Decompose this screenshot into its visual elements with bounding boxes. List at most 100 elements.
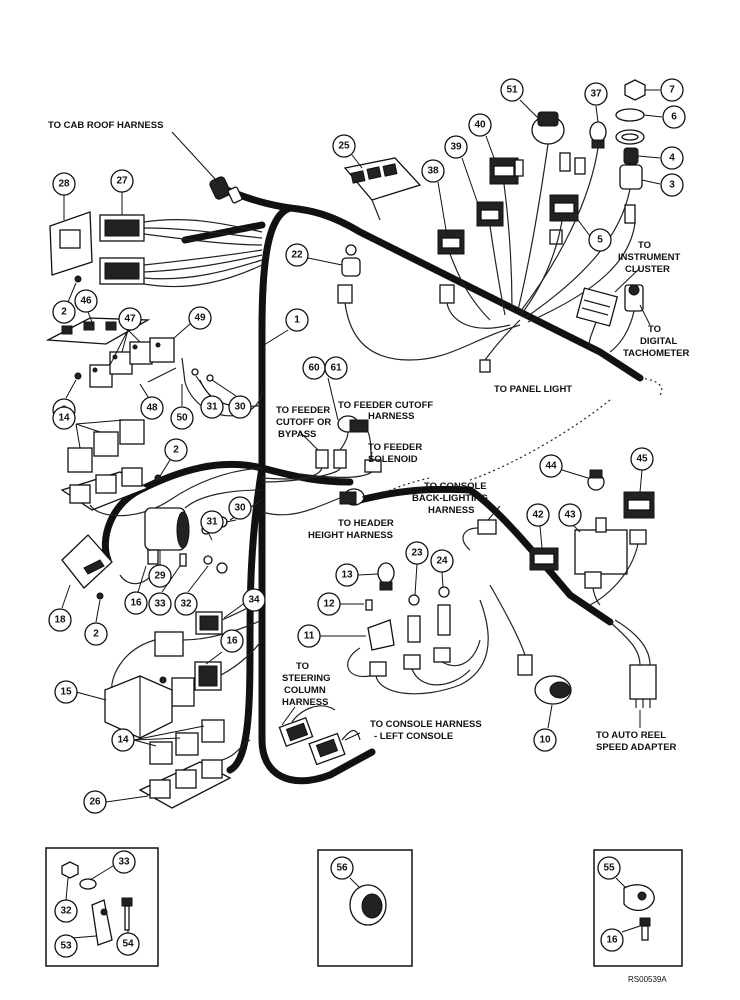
label-backlight-2: BACK-LIGHTING — [412, 493, 488, 504]
svg-text:15: 15 — [60, 687, 72, 698]
callout-12: 12 — [317, 592, 364, 616]
svg-text:37: 37 — [590, 89, 602, 100]
callout-29: 29 — [148, 550, 172, 588]
svg-text:31: 31 — [206, 402, 218, 413]
callout-48: 48 — [139, 383, 164, 420]
label-panel-light: TO PANEL LIGHT — [494, 384, 572, 395]
connector-16-mid — [154, 631, 222, 707]
svg-text:16: 16 — [226, 636, 238, 647]
svg-text:30: 30 — [234, 503, 246, 514]
callout-16b: 16 — [205, 629, 244, 665]
cover-18 — [61, 534, 113, 589]
svg-text:13: 13 — [341, 570, 353, 581]
callout-51: 51 — [500, 78, 539, 119]
svg-text:24: 24 — [436, 556, 448, 567]
svg-text:16: 16 — [606, 935, 618, 946]
callout-37: 37 — [584, 82, 608, 123]
svg-text:32: 32 — [60, 906, 72, 917]
svg-text:38: 38 — [427, 166, 439, 177]
svg-text:43: 43 — [564, 510, 576, 521]
svg-text:18: 18 — [54, 615, 66, 626]
label-console-left-2: - LEFT CONSOLE — [374, 731, 453, 742]
svg-text:5: 5 — [597, 235, 603, 246]
callout-16c: 16 — [600, 925, 641, 952]
cab-roof-connector — [209, 176, 243, 204]
label-auto-reel-2: SPEED ADAPTER — [596, 742, 677, 753]
lower-switches — [347, 562, 489, 695]
label-digital-tach-2: DIGITAL — [640, 336, 677, 347]
label-header-height-2: HEIGHT HARNESS — [308, 530, 393, 541]
label-steering-3: COLUMN — [284, 685, 326, 696]
svg-text:39: 39 — [450, 142, 462, 153]
rocker-switch-39 — [476, 201, 504, 227]
callout-23: 23 — [405, 541, 429, 596]
svg-text:60: 60 — [308, 363, 320, 374]
plug-22 — [341, 244, 361, 277]
cab-roof-leader — [171, 131, 217, 181]
callout-26: 26 — [83, 790, 149, 814]
callout-2c: 2 — [159, 438, 188, 477]
callout-43: 43 — [558, 503, 582, 533]
callout-2a: 2 — [52, 300, 76, 324]
backlighting-connector — [462, 519, 497, 551]
svg-text:27: 27 — [116, 176, 128, 187]
svg-text:29: 29 — [154, 571, 166, 582]
reference-code: RS00539A — [628, 975, 667, 984]
switch-42 — [529, 547, 559, 571]
svg-text:11: 11 — [304, 631, 315, 642]
nut-washer-stack — [615, 79, 646, 190]
svg-text:2: 2 — [173, 445, 179, 456]
label-feeder-cutoff-harness-2: HARNESS — [368, 411, 414, 422]
callout-30b: 30 — [225, 496, 252, 523]
svg-text:55: 55 — [603, 863, 615, 874]
callout-32b: 32 — [54, 877, 78, 923]
rotary-knob-51 — [531, 111, 565, 145]
label-steering-2: STEERING — [282, 673, 331, 684]
callout-61: 61 — [324, 356, 348, 380]
instrument-cluster-connector — [575, 287, 619, 327]
svg-text:47: 47 — [124, 314, 136, 325]
callout-18: 18 — [48, 584, 72, 632]
label-instrument-cluster-2: INSTRUMENT — [618, 252, 680, 263]
callout-34: 34 — [223, 588, 266, 619]
svg-text:32: 32 — [180, 599, 192, 610]
control-box-43 — [574, 517, 628, 589]
svg-text:7: 7 — [669, 85, 675, 96]
label-feeder-cutoff-harness-1: TO FEEDER CUTOFF — [338, 400, 433, 411]
svg-text:4: 4 — [669, 153, 675, 164]
callout-33a: 33 — [148, 565, 181, 616]
panel-light-wiring — [337, 284, 521, 373]
svg-text:26: 26 — [89, 797, 101, 808]
callout-47: 47 — [109, 307, 142, 366]
callout-33b: 33 — [89, 850, 136, 881]
svg-text:33: 33 — [118, 857, 130, 868]
svg-text:16: 16 — [130, 598, 142, 609]
label-backlight-3: HARNESS — [428, 505, 474, 516]
label-console-left-1: TO CONSOLE HARNESS — [370, 719, 482, 730]
svg-text:14: 14 — [117, 735, 129, 746]
rocker-switch-40 — [489, 157, 519, 185]
callout-28: 28 — [52, 172, 76, 220]
callout-31b: 31 — [200, 510, 224, 541]
svg-text:40: 40 — [474, 120, 486, 131]
svg-text:2: 2 — [93, 629, 99, 640]
label-feeder-bypass-2: CUTOFF OR — [276, 417, 331, 428]
steering-column-connectors — [278, 705, 361, 766]
solenoid-29 — [144, 507, 190, 565]
callout-24: 24 — [430, 549, 454, 588]
svg-text:51: 51 — [506, 85, 518, 96]
label-feeder-solenoid-1: TO FEEDER — [368, 442, 422, 453]
rocker-switch-38 — [437, 229, 465, 255]
connector-block-25 — [343, 157, 422, 221]
svg-text:31: 31 — [206, 517, 218, 528]
svg-text:14: 14 — [58, 413, 70, 424]
callout-5: 5 — [577, 219, 612, 252]
svg-text:46: 46 — [80, 296, 92, 307]
svg-text:33: 33 — [154, 599, 166, 610]
callout-13: 13 — [335, 563, 379, 587]
callout-60: 60 — [302, 356, 326, 380]
callout-45: 45 — [630, 447, 654, 493]
relay-module-47 — [89, 341, 153, 388]
switch-45 — [623, 491, 655, 545]
svg-text:30: 30 — [234, 402, 246, 413]
